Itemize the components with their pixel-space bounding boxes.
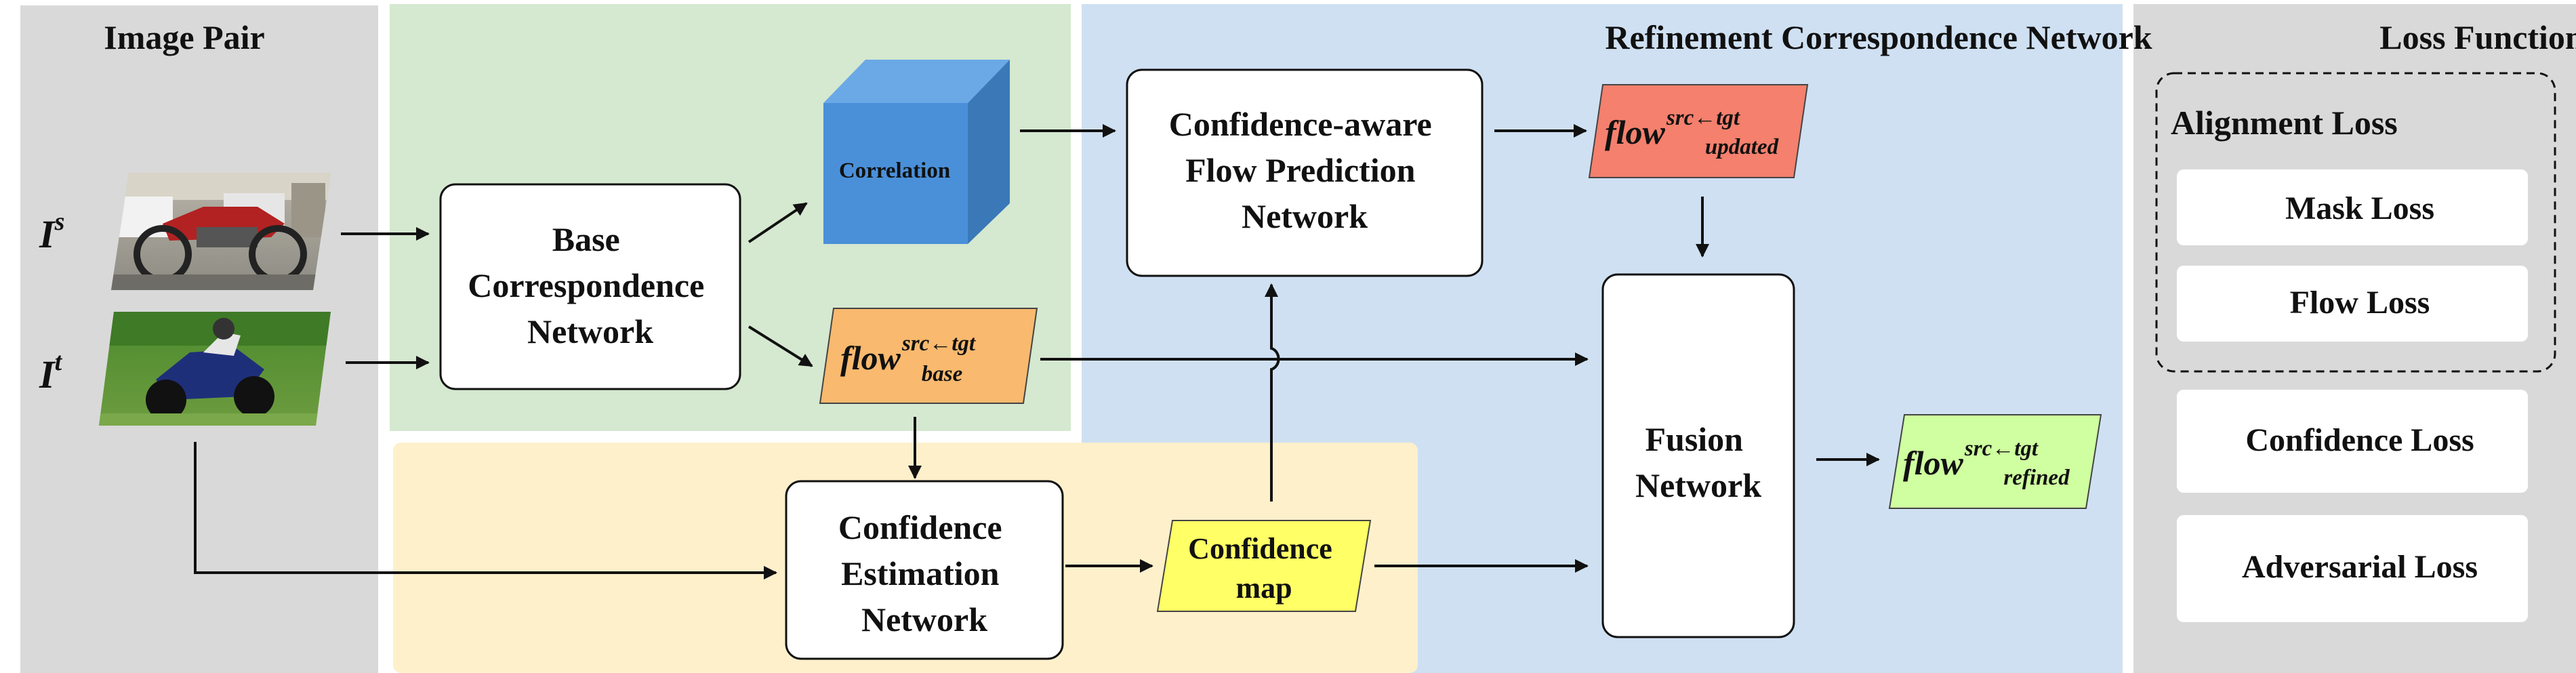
arrow-base-to-flow bbox=[748, 325, 813, 367]
fusion-network-label: Fusion Network bbox=[1635, 420, 1761, 504]
adversarial-loss-label: Adversarial Loss bbox=[2242, 549, 2478, 585]
updated-flow: flow src←tgt updated bbox=[1588, 84, 1809, 178]
flow-loss-label: Flow Loss bbox=[2290, 285, 2430, 321]
refined-flow: flow src←tgt refined bbox=[1888, 414, 2102, 509]
arrow-base-to-correlation bbox=[748, 202, 808, 243]
svg-text:Confidence map: Confidence map bbox=[1188, 532, 1340, 605]
loss-title: Loss Function bbox=[2379, 18, 2576, 56]
flow-loss-box bbox=[2177, 266, 2528, 342]
svg-text:refined: refined bbox=[2003, 466, 2070, 490]
confidence-loss-label: Confidence Loss bbox=[2245, 422, 2474, 458]
confidence-map: Confidence map bbox=[1156, 520, 1372, 612]
refinement-title: Refinement Correspondence Network bbox=[1605, 18, 2152, 56]
base-correspondence-network-box bbox=[439, 183, 741, 390]
arrow-confmap-to-cafpn bbox=[1265, 283, 1280, 502]
connectors bbox=[194, 124, 1880, 579]
mask-loss-box bbox=[2177, 169, 2528, 245]
correlation-cube: Correlation bbox=[823, 60, 1010, 244]
svg-text:updated: updated bbox=[1705, 135, 1779, 159]
target-image bbox=[99, 312, 331, 426]
base-network-label: Base Correspondence Network bbox=[468, 220, 713, 350]
confidence-estimation-label: Confidence Estimation Network bbox=[838, 508, 1010, 638]
correlation-label: Correlation bbox=[839, 159, 950, 183]
arrow-target-to-ce bbox=[194, 442, 777, 579]
adversarial-loss-box bbox=[2177, 515, 2528, 622]
confidence-loss-box bbox=[2177, 390, 2528, 493]
svg-text:base: base bbox=[922, 362, 963, 386]
svg-text:flow src←tgt: flow src←tgt bbox=[1903, 436, 2039, 482]
confidence-estimation-network-box bbox=[785, 480, 1064, 660]
confidence-aware-flow-network-box bbox=[1126, 68, 1484, 277]
confidence-aware-flow-label: Confidence-aware Flow Prediction Network bbox=[1169, 105, 1440, 235]
fusion-network-box bbox=[1601, 273, 1795, 638]
image-pair-title: Image Pair bbox=[104, 18, 264, 56]
mask-loss-label: Mask Loss bbox=[2285, 190, 2434, 226]
alignment-loss-title: Alignment Loss bbox=[2171, 104, 2398, 142]
source-image bbox=[111, 173, 331, 290]
base-flow: flow src←tgt base bbox=[819, 308, 1038, 404]
target-image-label: It bbox=[39, 348, 63, 396]
alignment-loss-group bbox=[2155, 72, 2556, 373]
source-image-label: Is bbox=[39, 207, 64, 256]
svg-text:flow src←tgt: flow src←tgt bbox=[840, 331, 976, 377]
svg-text:flow src←tgt: flow src←tgt bbox=[1605, 106, 1740, 151]
